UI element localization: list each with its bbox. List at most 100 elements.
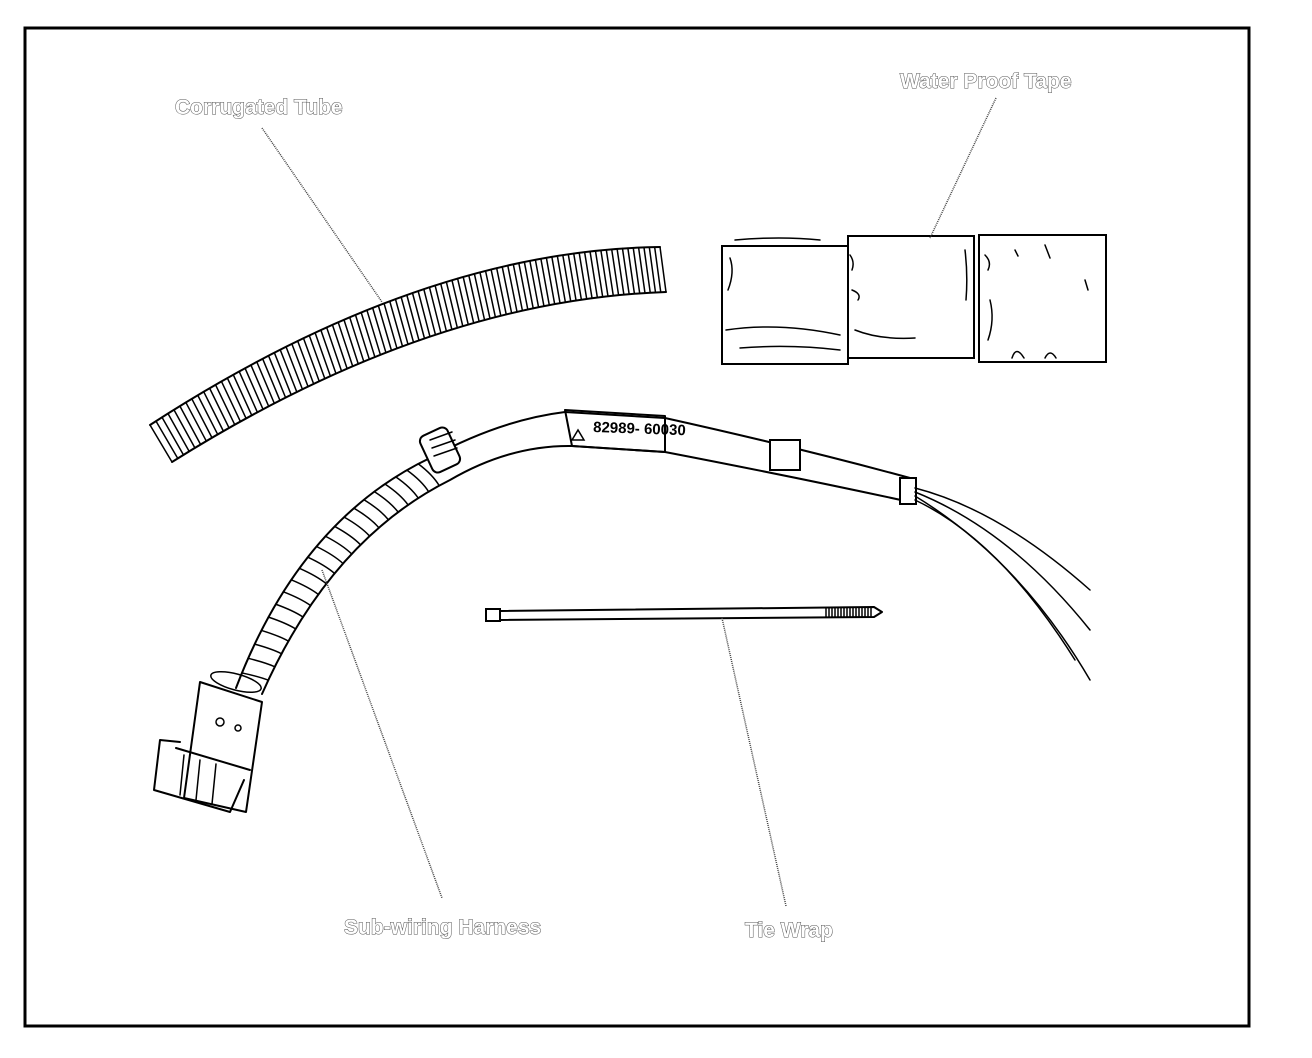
tube-rib xyxy=(167,412,190,453)
tube-rib xyxy=(512,263,524,312)
tie-wrap-illustration xyxy=(485,606,883,622)
tube-rib xyxy=(238,370,259,414)
tube-rib xyxy=(279,348,298,393)
harness-tape-mark xyxy=(253,643,283,655)
tube-rib xyxy=(149,424,173,463)
tube-rib xyxy=(291,343,309,388)
tube-rib xyxy=(214,384,236,426)
tube-rib xyxy=(371,307,387,354)
tube-rib xyxy=(659,246,667,293)
water-proof-tape-label: Water Proof Tape xyxy=(900,70,1072,93)
tube-rib xyxy=(155,420,179,460)
tube-rib xyxy=(314,332,332,377)
tube-rib xyxy=(551,256,561,304)
corrugated-tube-illustration xyxy=(149,246,667,463)
tube-rib xyxy=(643,246,651,294)
tube-rib xyxy=(627,247,636,295)
tube-rib xyxy=(360,311,376,358)
tube-rib xyxy=(428,286,442,334)
tube-rib xyxy=(261,358,281,402)
tube-rib xyxy=(191,398,213,439)
tube-rib xyxy=(523,261,534,310)
tube-rib xyxy=(366,309,382,356)
tube-rib xyxy=(256,361,276,405)
tube-rib xyxy=(273,351,292,396)
tube-rib xyxy=(161,416,185,456)
tube-rib xyxy=(383,302,398,350)
tube-rib xyxy=(451,279,464,327)
harness-tape-mark xyxy=(290,579,320,596)
tube-rib xyxy=(578,252,588,300)
tube-rib xyxy=(331,324,348,370)
tube-rib xyxy=(456,277,469,326)
harness-tape-mark xyxy=(406,469,430,493)
tube-rib xyxy=(179,405,202,446)
tube-rib xyxy=(589,250,599,299)
tube-rib xyxy=(197,394,219,436)
tube-rib xyxy=(632,247,641,295)
tube-rib xyxy=(423,288,437,336)
tube-rib xyxy=(320,329,337,375)
tube-rib xyxy=(208,387,230,429)
tube-rib xyxy=(173,409,196,449)
tube-rib xyxy=(439,282,453,331)
harness-tape-mark xyxy=(282,591,312,607)
tube-rib xyxy=(411,292,426,340)
corrugated-tube-leader xyxy=(261,127,383,303)
tube-rib xyxy=(202,390,225,432)
harness-tape-mark xyxy=(395,476,419,499)
harness-tape-mark xyxy=(343,516,371,537)
tube-rib xyxy=(507,264,518,313)
tube-rib xyxy=(501,266,513,314)
tube-rib xyxy=(556,255,567,303)
harness-tape-mark xyxy=(275,603,304,618)
tube-rib xyxy=(518,262,529,311)
diagram-frame xyxy=(23,26,1251,1028)
tube-rib xyxy=(308,334,326,380)
tube-rib xyxy=(267,354,287,399)
water-proof-tape-leader xyxy=(929,97,997,239)
tube-rib xyxy=(610,248,620,296)
corrugated-tube-label: Corrugated Tube xyxy=(175,96,343,119)
harness-tape-mark xyxy=(260,629,290,642)
water-proof-tape-illustration xyxy=(721,234,1107,365)
tube-rib xyxy=(468,274,480,323)
tube-rib xyxy=(621,247,630,295)
tube-rib xyxy=(348,316,365,363)
harness-part-number: 82989- 60030 xyxy=(593,419,686,439)
tube-rib xyxy=(302,337,320,383)
tube-rib xyxy=(296,340,315,385)
tube-rib xyxy=(567,253,577,302)
harness-tape-mark xyxy=(298,567,328,585)
tube-rib xyxy=(637,246,646,294)
tube-rib xyxy=(562,254,572,303)
tube-rib xyxy=(473,273,486,321)
tube-rib xyxy=(600,249,609,298)
sub-wiring-harness-leader xyxy=(321,569,443,899)
tube-rib xyxy=(325,326,343,372)
tie-wrap-label: Tie Wrap xyxy=(745,919,833,942)
tube-rib xyxy=(572,252,583,301)
tube-rib xyxy=(244,367,264,411)
tube-rib xyxy=(400,296,415,344)
tube-rib xyxy=(220,380,242,423)
sub-wiring-harness-label: Sub-wiring Harness xyxy=(344,916,541,939)
tube-rib xyxy=(462,276,475,324)
harness-tape-mark xyxy=(247,657,276,668)
tube-rib xyxy=(583,251,593,299)
tube-rib xyxy=(394,298,409,346)
harness-tape-mark xyxy=(417,463,440,487)
harness-tape-mark xyxy=(267,616,297,630)
harness-tape-mark xyxy=(363,498,390,521)
tube-rib xyxy=(226,377,247,420)
tube-rib xyxy=(343,319,359,365)
tube-rib xyxy=(417,290,431,338)
tube-rib xyxy=(534,259,545,307)
tube-rib xyxy=(354,314,371,361)
tube-rib xyxy=(285,346,304,391)
tube-rib xyxy=(250,364,270,408)
tube-rib xyxy=(434,284,448,332)
harness-tape-mark xyxy=(324,535,353,555)
tube-rib xyxy=(337,321,354,368)
